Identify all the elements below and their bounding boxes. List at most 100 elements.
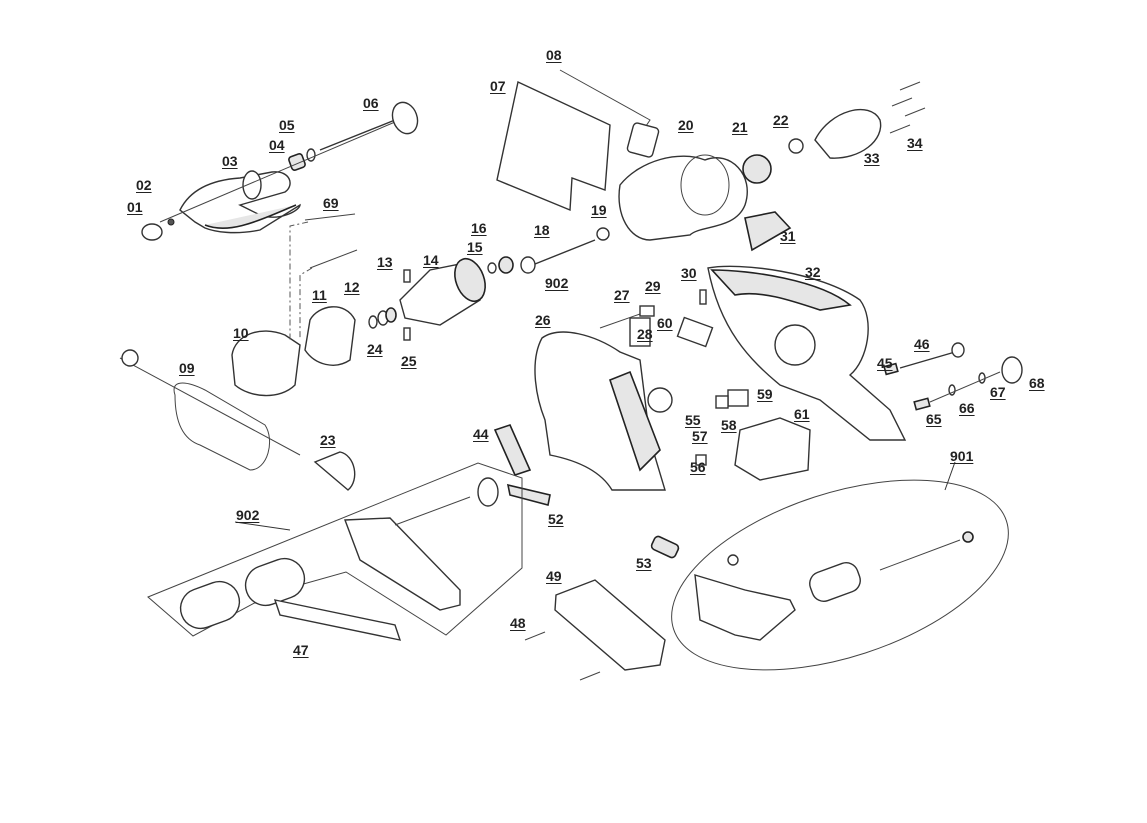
housing-grille [609,370,661,472]
leader-902-lower [234,521,291,531]
belt-drive-group [524,81,926,269]
part-25-bearing [385,307,397,323]
part-05-washer [306,148,316,162]
label-part-69: 69 [323,195,339,211]
assembly-guide-line-2 [299,267,313,340]
front-roller-screw [727,554,739,566]
part-03-handle [179,171,301,234]
tension-group [883,342,1023,411]
part-68-knob [1001,356,1023,384]
gear-housing-ring [680,154,730,216]
label-part-61: 61 [794,406,810,422]
part-58-clip [715,395,729,409]
part-902-bearing [520,256,536,274]
label-part-27: 27 [614,287,630,303]
part-04-spring [288,153,306,171]
part-46-rod [899,351,956,369]
label-part-28: 28 [637,326,653,342]
housing-motor-cap [774,324,816,366]
part-23-dust-port [313,451,356,491]
housing-left-group [493,289,811,506]
part-49-platen [554,579,666,671]
label-part-53: 53 [636,555,652,571]
motor-group [231,213,536,397]
label-part-67: 67 [990,384,1006,400]
label-part-05: 05 [279,117,295,133]
part-06-knob [391,101,419,135]
part-11-fan-shroud [304,306,356,366]
part-09-cable [119,357,301,456]
label-part-66: 66 [959,400,975,416]
label-part-58: 58 [721,417,737,433]
label-part-08: 08 [546,47,562,63]
label-part-65: 65 [926,411,942,427]
part-56-nut [695,454,707,466]
label-part-49: 49 [546,568,562,584]
part-34-screws [889,81,926,134]
part-15-washer [487,262,497,274]
label-part-03: 03 [222,153,238,169]
part-01-cap [141,223,163,241]
label-part-23: 23 [320,432,336,448]
part-19-bearing [596,227,610,241]
part-59-plate [727,389,749,407]
label-assembly-901: 901 [950,448,974,464]
part-46-knob [951,342,965,358]
part-18-shaft [524,239,596,269]
label-part-30: 30 [681,265,697,281]
part-53-spring [650,535,680,559]
front-roller-bracket [694,574,796,641]
dust-bag-group [496,69,660,212]
power-cable-group [119,349,301,471]
label-part-11: 11 [312,287,327,303]
label-part-24: 24 [367,341,383,357]
rear-roller-shaft [394,496,471,526]
label-part-25: 25 [401,353,417,369]
label-part-15: 15 [467,239,483,255]
front-roller-nut [962,531,974,543]
part-27-capacitor [639,305,655,317]
part-06-rod [319,119,396,151]
rear-roller-bracket [344,517,461,611]
part-02-nut [167,218,175,226]
part-45-spring [883,362,899,376]
housing-rim [710,269,852,311]
part-69-screw [304,213,356,221]
part-25-brush [403,327,411,341]
part-61-belt-tension-lever [734,417,811,481]
part-21-pulley [742,154,772,184]
part-09-cable-loop [173,382,271,471]
label-part-45: 45 [877,355,893,371]
label-part-02: 02 [136,177,152,193]
label-part-01: 01 [127,199,143,215]
part-67-washer [978,372,986,384]
label-part-55: 55 [685,412,701,428]
label-part-10: 10 [233,325,249,341]
label-part-46: 46 [914,336,930,352]
part-28-switch [629,317,651,347]
part-22-pinion [788,138,804,154]
front-roller-shaft [879,539,961,571]
handle-axis [159,121,396,223]
label-part-04: 04 [269,137,285,153]
housing-right-group [707,265,907,441]
label-part-07: 07 [490,78,506,94]
label-part-52: 52 [548,511,564,527]
handle-grip [204,204,297,229]
part-26-housing-half [534,331,666,491]
part-29-speed-control [676,316,714,348]
label-part-68: 68 [1029,375,1045,391]
label-part-44: 44 [473,426,489,442]
part-31-drive-belt [744,211,792,252]
label-part-16: 16 [471,220,487,236]
part-09-plug [121,349,139,367]
label-part-31: 31 [780,228,796,244]
label-part-22: 22 [773,112,789,128]
label-assembly-902: 902 [236,507,260,523]
part-47-base-plate [273,599,402,641]
label-part-47: 47 [293,642,309,658]
label-part-29: 29 [645,278,661,294]
assembly-901-group [671,461,1009,671]
label-part-14: 14 [423,252,439,268]
